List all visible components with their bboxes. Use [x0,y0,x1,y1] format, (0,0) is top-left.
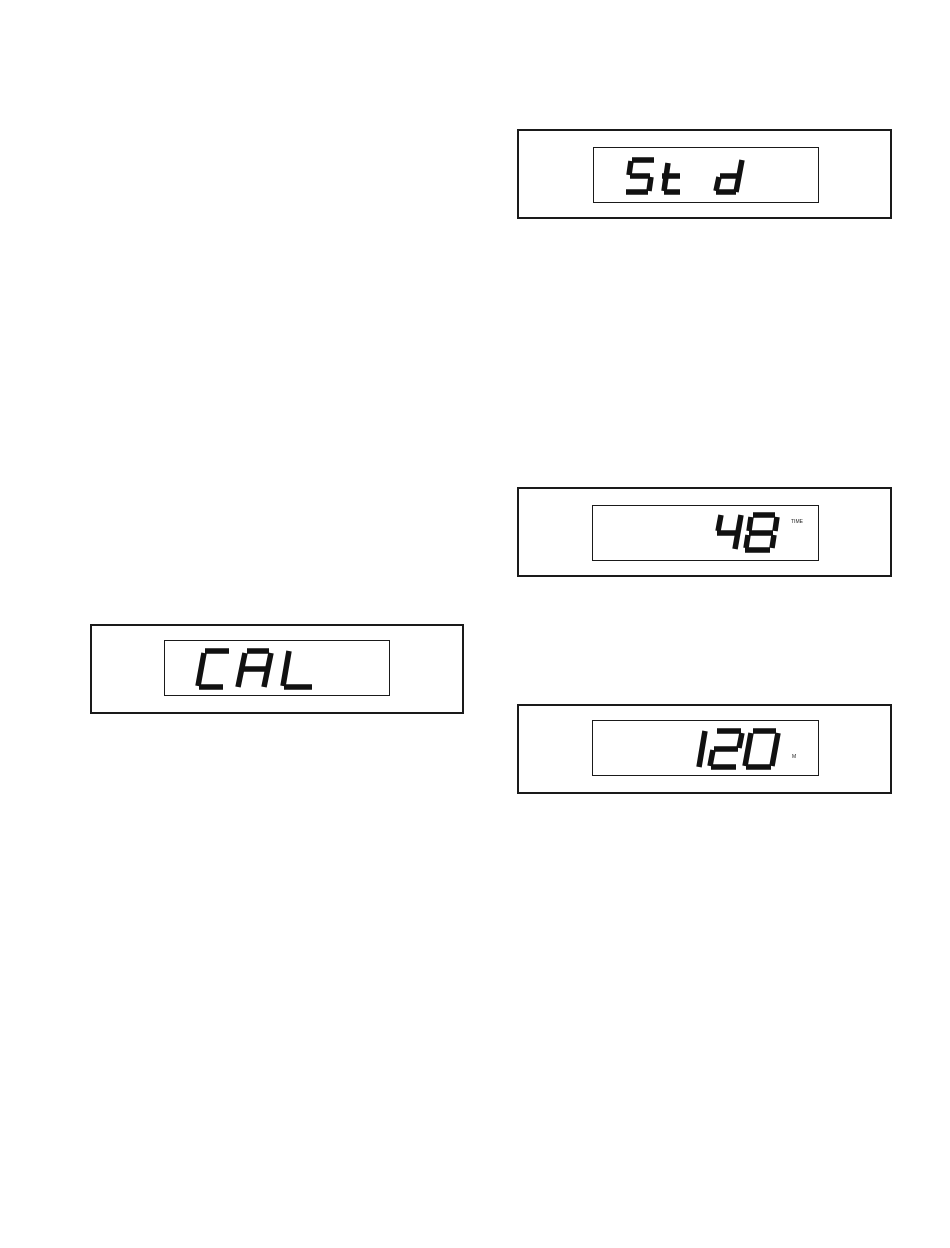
lcd-char-1 [699,731,705,767]
lcd-segments-value [593,721,820,777]
lcd-char-c [198,651,229,687]
lcd-char-s [626,160,654,192]
lcd-screen-cal: CAL [164,640,390,696]
lcd-char-8 [745,515,777,550]
lcd-screen-time: 48 TIME [592,505,819,561]
lcd-char-d [716,160,742,192]
lcd-char-0 [745,731,778,767]
lcd-segments-cal [165,641,391,697]
lcd-char-4 [717,515,741,549]
lcd-char-2 [710,731,742,767]
unit-label-time: TIME [791,520,803,525]
display-panel-cal: CAL [90,624,464,714]
lcd-char-a [238,651,271,687]
unit-label-value: M [792,755,796,760]
display-panel-time: 48 TIME [517,487,892,577]
lcd-segments-std [594,148,820,204]
lcd-screen-std: Std [593,147,819,203]
display-panel-value: 120 M [517,704,892,794]
lcd-segments-time [593,506,820,562]
lcd-char-l [283,651,312,687]
lcd-screen-value: 120 M [592,720,819,776]
display-panel-std: Std [517,129,892,219]
lcd-char-t [662,163,680,192]
